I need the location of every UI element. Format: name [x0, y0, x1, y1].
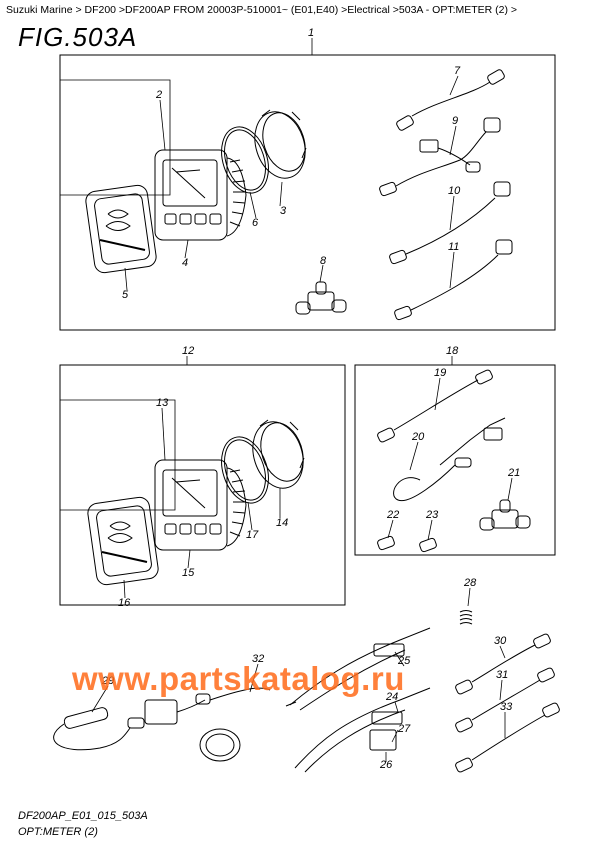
terminator-23	[419, 537, 437, 553]
nut-ring-3	[254, 109, 307, 179]
harness-25	[285, 627, 431, 711]
part-label-32: 32	[252, 653, 264, 665]
meter-cover-5	[85, 184, 157, 274]
footer-code: DF200AP_E01_015_503A	[18, 810, 148, 822]
meter-body-4	[154, 149, 247, 241]
group-box-1	[59, 54, 556, 331]
group-box-18	[354, 364, 556, 556]
part-label-9: 9	[452, 115, 458, 127]
part-label-14: 14	[276, 517, 288, 529]
part-label-16: 16	[118, 597, 131, 609]
part-label-25: 25	[397, 655, 411, 667]
part-label-7: 7	[454, 65, 461, 77]
cable-30	[455, 633, 551, 695]
group-box-13	[60, 399, 176, 511]
part-labels: 1 2 3 4 5 6 7 8 9 10 11 12 13 14 15 16 1…	[101, 27, 520, 771]
part-label-30: 30	[494, 635, 507, 647]
cable-9	[379, 117, 501, 197]
part-label-6: 6	[252, 217, 259, 229]
terminator-22	[377, 535, 395, 551]
nut-ring-14	[252, 419, 305, 489]
part-label-21: 21	[507, 467, 520, 479]
cable-19	[377, 369, 493, 443]
sensor-29	[53, 707, 145, 751]
part-label-23: 23	[425, 509, 439, 521]
part-label-12: 12	[182, 345, 194, 357]
meter-body-15	[154, 459, 247, 551]
module-32	[144, 687, 271, 725]
part-label-4: 4	[182, 257, 188, 269]
cable-7	[396, 69, 505, 131]
group-box-2	[60, 79, 171, 196]
o-ring-17	[221, 436, 269, 504]
cable-31	[455, 667, 555, 733]
part-label-24: 24	[385, 691, 398, 703]
spring-28	[459, 610, 473, 625]
footer-caption: OPT:METER (2)	[18, 826, 98, 838]
part-label-31: 31	[496, 669, 508, 681]
part-label-2: 2	[155, 89, 162, 101]
cable-33	[455, 702, 560, 773]
cable-10	[389, 181, 511, 265]
part-label-28: 28	[463, 577, 477, 589]
part-label-5: 5	[122, 289, 129, 301]
part-label-11: 11	[448, 241, 459, 253]
part-label-18: 18	[446, 345, 459, 357]
part-label-26: 26	[379, 759, 393, 771]
part-label-1: 1	[308, 27, 314, 39]
figure-title: FIG.503A	[18, 22, 138, 52]
cable-20	[393, 417, 506, 502]
meter-cover-16	[87, 496, 159, 586]
display-knob	[199, 728, 241, 762]
part-label-19: 19	[434, 367, 446, 379]
part-label-8: 8	[320, 255, 327, 267]
part-label-17: 17	[246, 529, 259, 541]
part-label-33: 33	[500, 701, 513, 713]
o-ring-6	[221, 126, 269, 194]
harness-26	[294, 687, 431, 773]
part-label-27: 27	[397, 723, 411, 735]
t-connector-21	[479, 499, 531, 531]
breadcrumb[interactable]: Suzuki Marine > DF200 >DF200AP FROM 2000…	[6, 4, 518, 16]
part-label-20: 20	[411, 431, 425, 443]
part-label-13: 13	[156, 397, 169, 409]
part-label-10: 10	[448, 185, 461, 197]
leader-lines	[91, 38, 513, 762]
t-connector-8	[295, 281, 347, 315]
group-box-12	[59, 364, 346, 606]
cable-11	[394, 239, 513, 321]
part-label-3: 3	[280, 205, 287, 217]
watermark: www.partskatalog.ru	[72, 660, 405, 697]
part-label-22: 22	[386, 509, 399, 521]
part-label-15: 15	[182, 567, 195, 579]
part-label-29: 29	[101, 675, 114, 687]
